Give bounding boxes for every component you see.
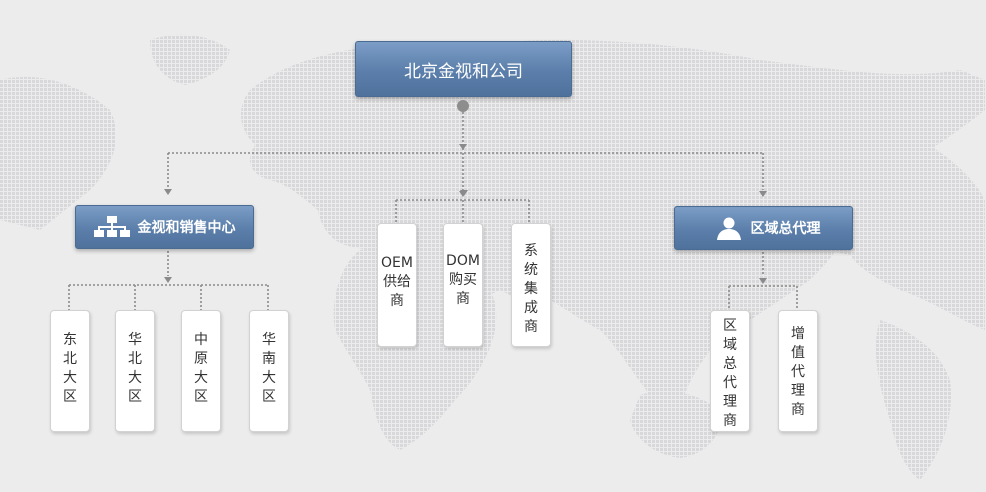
value-added-agent-label: 增值代理商	[791, 326, 805, 418]
north-china-region-label: 华北大区	[128, 332, 142, 405]
sales-center-label: 金视和销售中心	[137, 220, 236, 236]
regional-agent-label: 区域总代理	[750, 221, 821, 237]
system-integrator-label: 系统集成商	[524, 243, 538, 335]
north-china-region-node[interactable]: 华北大区	[115, 310, 155, 432]
sales-center-box[interactable]: 金视和销售中心	[75, 205, 254, 249]
root-node-box[interactable]: 北京金视和公司	[355, 41, 572, 97]
south-china-region-label: 华南大区	[262, 332, 276, 405]
central-plains-region-label: 中原大区	[194, 332, 208, 405]
central-plains-region-node[interactable]: 中原大区	[181, 310, 221, 432]
oem-supplier-label: OEM 供给商	[381, 255, 413, 309]
dom-buyer-label: DOM 购买商	[446, 253, 480, 307]
map-south-america	[875, 320, 951, 480]
org-chart-icon	[93, 215, 130, 239]
oem-supplier-node[interactable]: OEM 供给商	[377, 223, 417, 347]
connector-dot	[457, 100, 469, 112]
map-north-america-west	[0, 76, 117, 230]
value-added-agent-node[interactable]: 增值代理商	[778, 310, 818, 432]
northeast-region-label: 东北大区	[63, 332, 77, 405]
system-integrator-node[interactable]: 系统集成商	[511, 223, 551, 347]
dom-buyer-node[interactable]: DOM 购买商	[443, 223, 483, 347]
regional-agent-box[interactable]: 区域总代理	[674, 206, 853, 250]
regional-general-agent-label: 区域总代理商	[723, 318, 737, 429]
map-greenland	[150, 34, 230, 85]
map-australia	[630, 390, 721, 458]
root-node-label: 北京金视和公司	[404, 61, 523, 82]
northeast-region-node[interactable]: 东北大区	[50, 310, 90, 432]
person-icon	[707, 216, 743, 240]
regional-general-agent-node[interactable]: 区域总代理商	[710, 310, 750, 432]
south-china-region-node[interactable]: 华南大区	[249, 310, 289, 432]
